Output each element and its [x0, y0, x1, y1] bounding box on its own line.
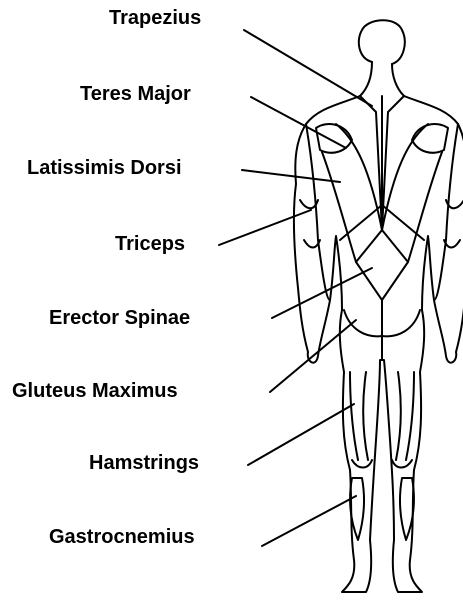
head-outline	[359, 20, 405, 64]
neck-outline	[360, 62, 404, 96]
label-erector-spinae: Erector Spinae	[49, 307, 190, 329]
leader-erector-spinae	[272, 268, 372, 318]
label-gluteus-maximus: Gluteus Maximus	[12, 380, 178, 402]
label-trapezius: Trapezius	[109, 7, 201, 29]
leader-gastrocnemius	[262, 496, 356, 546]
hamstring-left	[350, 372, 372, 468]
label-teres-major: Teres Major	[80, 83, 191, 105]
arm-left-inner	[306, 124, 330, 300]
leader-latissimis-dorsi	[242, 170, 340, 182]
label-gastrocnemius: Gastrocnemius	[49, 526, 195, 548]
label-triceps: Triceps	[115, 233, 185, 255]
leader-hamstrings	[248, 404, 354, 465]
label-latissimis-dorsi: Latissimis Dorsi	[27, 157, 182, 179]
hamstring-right	[392, 372, 414, 468]
leader-triceps	[219, 210, 311, 245]
arm-right-inner	[434, 124, 458, 300]
label-hamstrings: Hamstrings	[89, 452, 199, 474]
glutes	[344, 300, 420, 360]
lats-right	[382, 152, 442, 300]
scapula-right	[412, 124, 448, 153]
leader-trapezius	[244, 30, 372, 106]
